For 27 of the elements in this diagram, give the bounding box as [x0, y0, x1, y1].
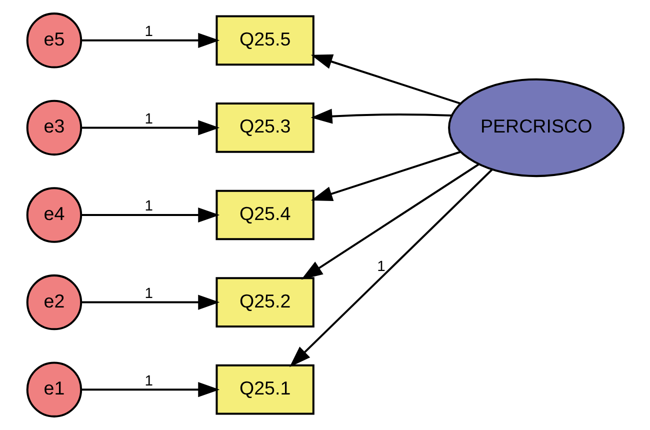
node-box: Q25.2 [215, 277, 314, 328]
node-circle: e4 [26, 187, 82, 243]
edge-label: 1 [144, 198, 153, 215]
arrow [80, 120, 220, 136]
arrow [300, 163, 479, 280]
edge-label: 1 [144, 24, 153, 40]
node-box: Q25.1 [215, 364, 314, 415]
node-circle: e3 [26, 100, 82, 156]
arrow [80, 207, 220, 223]
node-circle: e2 [26, 274, 82, 330]
edge-label: 1 [376, 259, 385, 276]
node-ellipse: PERCRISCO [448, 78, 624, 178]
arrow [310, 151, 460, 202]
arrow [80, 32, 220, 48]
node-box: Q25.5 [215, 15, 314, 66]
arrow [80, 382, 220, 398]
arrow [310, 54, 460, 104]
edge-label: 1 [144, 373, 153, 390]
edge-label: 1 [144, 286, 153, 302]
arrow [289, 168, 492, 368]
node-box: Q25.3 [215, 102, 314, 153]
node-circle: e5 [26, 12, 82, 68]
node-box: Q25.4 [215, 190, 314, 240]
node-circle: e1 [26, 362, 82, 418]
arrow [310, 108, 452, 124]
edge-label: 1 [144, 111, 153, 128]
arrow [80, 294, 220, 310]
